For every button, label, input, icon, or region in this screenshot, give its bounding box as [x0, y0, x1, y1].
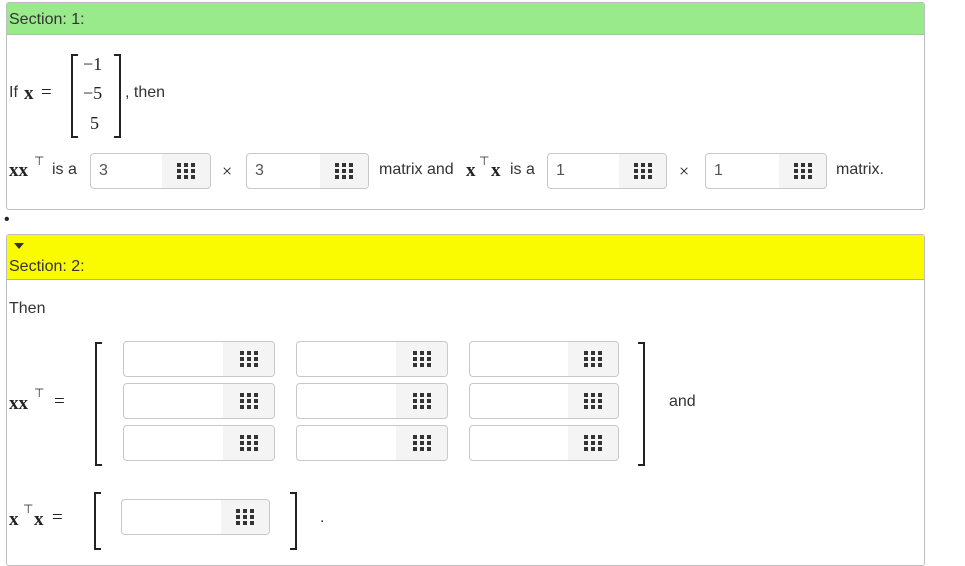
scalar-left-bracket	[94, 492, 101, 550]
xxT-rows-field[interactable]: 3	[90, 153, 211, 189]
matrix-input[interactable]	[470, 426, 569, 460]
grid-icon[interactable]	[568, 426, 618, 460]
transpose-sup-3: ⊤	[34, 386, 45, 400]
equals-sign: =	[41, 82, 52, 103]
and-text: and	[669, 393, 696, 410]
grid-icon[interactable]	[779, 154, 826, 188]
xTx-second-x: x	[34, 509, 44, 530]
xxT-cols-field[interactable]: 3	[246, 153, 369, 189]
xT-x-second: x	[491, 160, 501, 181]
times-sign-2: ×	[679, 161, 690, 181]
xTx-rows-input[interactable]: 1	[548, 154, 620, 188]
matrix-cell-2-2[interactable]	[296, 383, 448, 419]
section-2-title: Section: 2:	[9, 258, 85, 275]
xTx-rows-field[interactable]: 1	[547, 153, 667, 189]
matrix-cell-1-2[interactable]	[296, 341, 448, 377]
matrix-cell-2-3[interactable]	[469, 383, 619, 419]
matrix-input[interactable]	[124, 342, 224, 376]
matrix-left-bracket	[95, 342, 102, 466]
grid-icon[interactable]	[162, 154, 210, 188]
xTx-result-field[interactable]	[121, 499, 270, 535]
matrix-input[interactable]	[470, 342, 569, 376]
xTx-result-input[interactable]	[122, 500, 222, 534]
xxT-label: xx	[9, 160, 28, 181]
matrix-input[interactable]	[297, 426, 397, 460]
matrix-end-text: matrix.	[836, 161, 884, 178]
is-a-text-2: is a	[510, 161, 535, 178]
xT-x-label: x	[466, 160, 476, 181]
if-label: If	[9, 84, 18, 101]
grid-icon[interactable]	[221, 500, 269, 534]
matrix-input[interactable]	[297, 384, 397, 418]
grid-icon[interactable]	[396, 426, 447, 460]
period: .	[320, 509, 325, 526]
vector-right-bracket	[114, 54, 121, 138]
section-2-panel: Section: 2: Then xx ⊤ =	[6, 234, 925, 566]
vector-entry-1: −1	[83, 54, 103, 74]
section-1-panel: Section: 1: If x = −1 −5 5 , then xx ⊤ i…	[6, 2, 925, 210]
section-1-header[interactable]: Section: 1:	[7, 3, 924, 35]
xTx-cols-field[interactable]: 1	[705, 153, 827, 189]
equals-sign-3: =	[52, 507, 63, 528]
times-sign-1: ×	[222, 161, 233, 181]
transpose-sup-4: ⊤	[23, 502, 34, 516]
matrix-cell-3-2[interactable]	[296, 425, 448, 461]
grid-icon[interactable]	[619, 154, 666, 188]
is-a-text-1: is a	[52, 161, 77, 178]
section-1-title: Section: 1:	[9, 11, 85, 28]
vector-left-bracket	[71, 54, 78, 138]
vector-entry-2: −5	[83, 83, 103, 103]
matrix-cell-1-1[interactable]	[123, 341, 275, 377]
matrix-input[interactable]	[470, 384, 569, 418]
matrix-cell-1-3[interactable]	[469, 341, 619, 377]
var-x: x	[24, 83, 34, 104]
grid-icon[interactable]	[396, 384, 447, 418]
xxT-cols-input[interactable]: 3	[247, 154, 321, 188]
bullet: •	[4, 211, 10, 228]
xxT-symbol: xx	[9, 393, 28, 414]
then-label: Then	[9, 300, 46, 317]
matrix-cell-2-1[interactable]	[123, 383, 275, 419]
grid-icon[interactable]	[568, 342, 618, 376]
matrix-cell-3-3[interactable]	[469, 425, 619, 461]
section-2-header[interactable]: Section: 2:	[7, 235, 924, 280]
transpose-sup: ⊤	[34, 154, 45, 168]
grid-icon[interactable]	[320, 154, 368, 188]
matrix-input[interactable]	[124, 384, 224, 418]
equals-sign-2: =	[54, 391, 65, 412]
grid-icon[interactable]	[223, 426, 274, 460]
xxT-rows-input[interactable]: 3	[91, 154, 163, 188]
grid-icon[interactable]	[223, 342, 274, 376]
xTx-first-x: x	[9, 509, 19, 530]
matrix-input[interactable]	[124, 426, 224, 460]
grid-icon[interactable]	[568, 384, 618, 418]
xTx-cols-input[interactable]: 1	[706, 154, 780, 188]
triangle-down-icon[interactable]	[14, 243, 24, 249]
grid-icon[interactable]	[223, 384, 274, 418]
then-text: , then	[125, 84, 166, 101]
matrix-cell-3-1[interactable]	[123, 425, 275, 461]
matrix-and-text: matrix and	[379, 161, 454, 178]
scalar-right-bracket	[290, 492, 297, 550]
matrix-input[interactable]	[297, 342, 397, 376]
vector-entry-3: 5	[90, 113, 99, 133]
grid-icon[interactable]	[396, 342, 447, 376]
matrix-right-bracket	[638, 342, 645, 466]
transpose-sup-2: ⊤	[479, 154, 490, 168]
